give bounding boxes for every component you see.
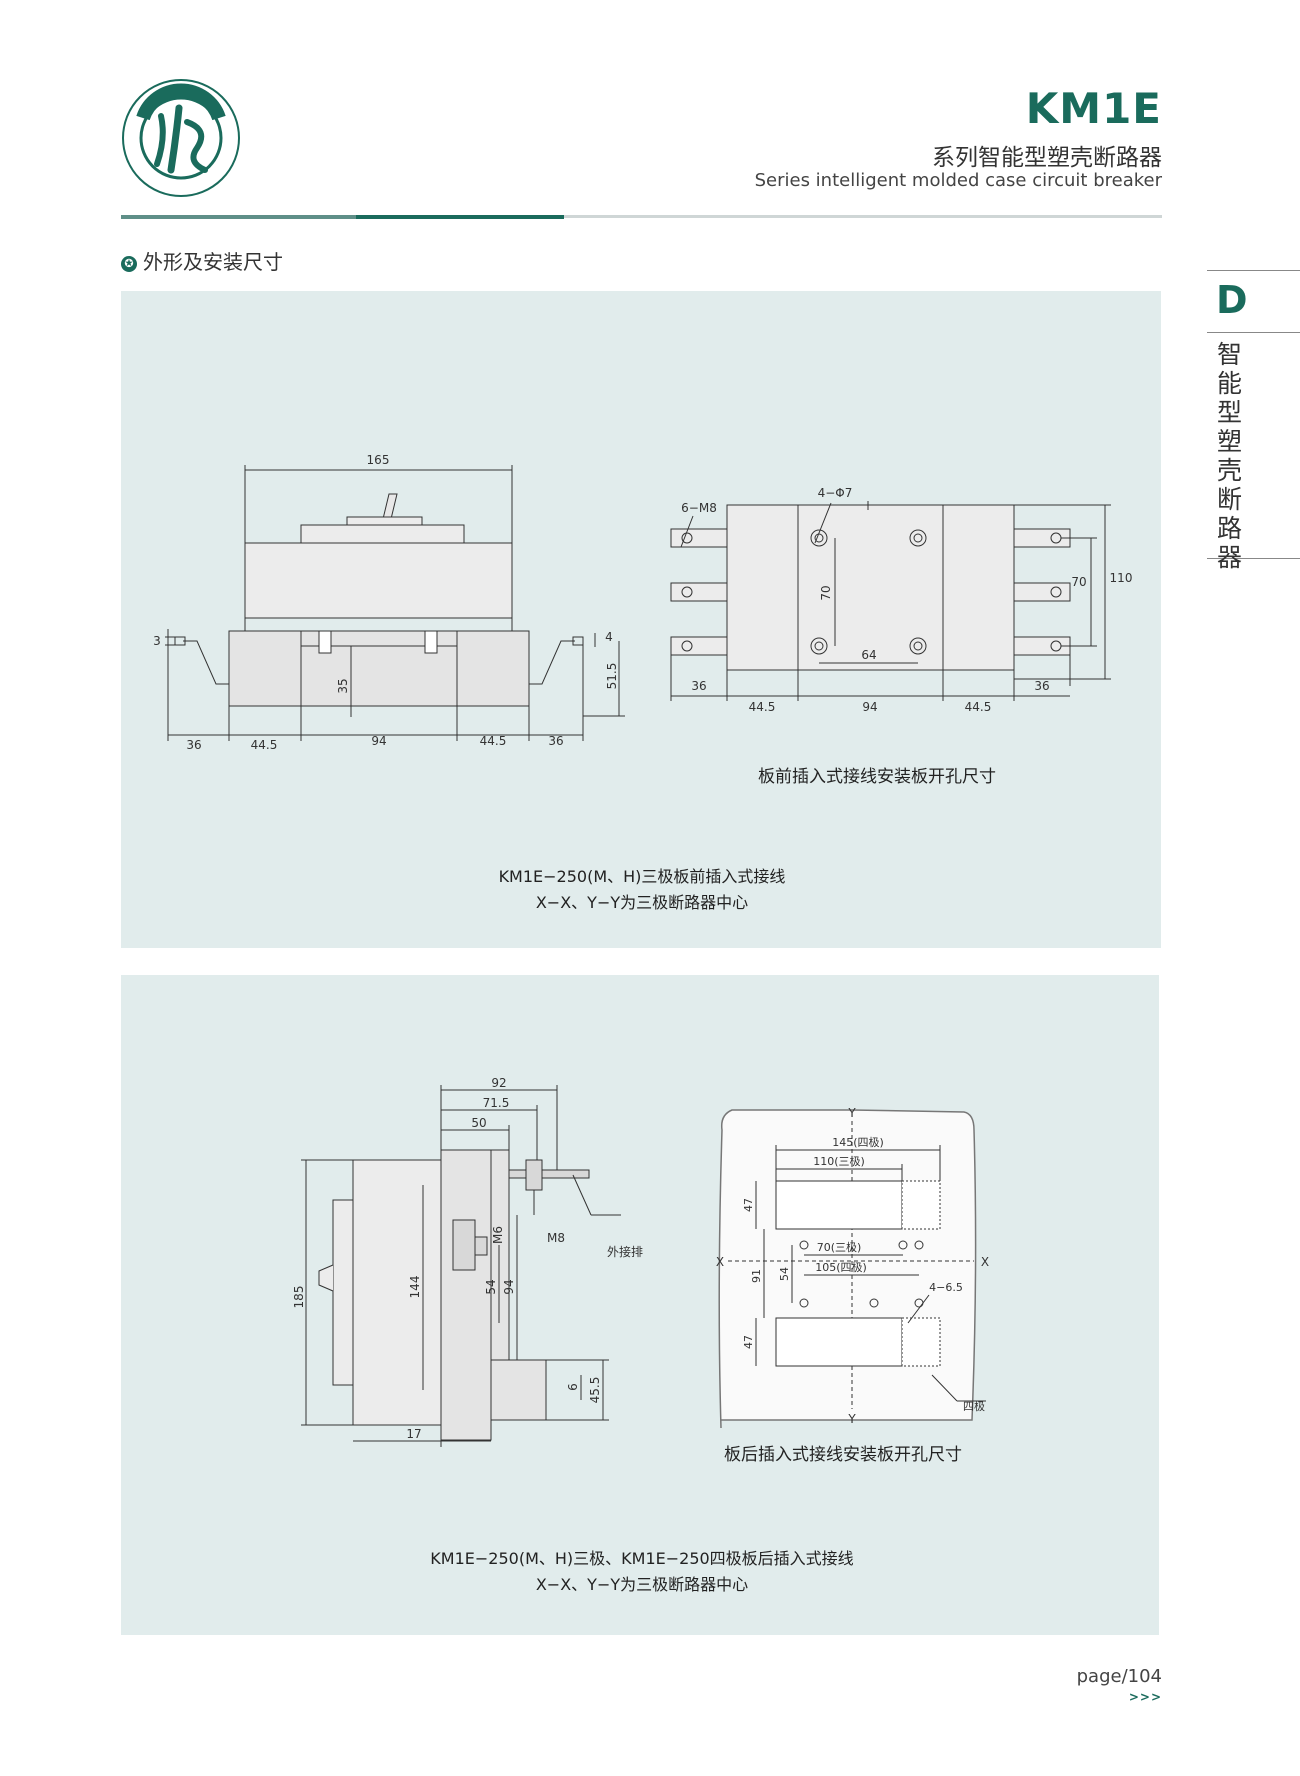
dim-36-right: 36 xyxy=(548,734,563,748)
dim-6: 6 xyxy=(566,1383,580,1391)
dim-165: 165 xyxy=(367,453,390,467)
dim-3: 3 xyxy=(153,634,161,648)
four-pole-label: 四极 xyxy=(963,1399,985,1413)
dim-144: 144 xyxy=(408,1276,422,1299)
side-tab-mid-rule xyxy=(1207,332,1300,333)
series-title-cn: 系列智能型塑壳断路器 xyxy=(932,145,1162,171)
diagram-panel-rear xyxy=(121,975,1159,1635)
dim-45-5: 45.5 xyxy=(588,1377,602,1404)
dim-50: 50 xyxy=(471,1116,486,1130)
dim-51-5: 51.5 xyxy=(605,663,619,690)
dim-m6: M6 xyxy=(491,1226,505,1244)
dim-64: 64 xyxy=(861,648,876,662)
dim-70-right: 70 xyxy=(1071,575,1086,589)
axis-y-bottom: Y xyxy=(847,1412,856,1426)
front-caption-line1: KM1E−250(M、H)三极板前插入式接线 xyxy=(498,867,786,886)
dim-92: 92 xyxy=(491,1076,506,1090)
side-tab-label: 智能型塑壳断路器 xyxy=(1217,340,1243,572)
dim-71-5: 71.5 xyxy=(483,1096,510,1110)
header-rule-mid xyxy=(121,215,356,219)
dim-44-5-left: 44.5 xyxy=(749,700,776,711)
rear-caption-line1: KM1E−250(M、H)三极、KM1E−250四极板后插入式接线 xyxy=(430,1549,854,1568)
series-title-en: Series intelligent molded case circuit b… xyxy=(754,170,1162,191)
next-page-arrows: >>> xyxy=(1128,1690,1162,1704)
dim-145-four-pole: 145(四极) xyxy=(832,1135,884,1149)
external-busbar-label: 外接排 xyxy=(607,1244,643,1259)
dim-44-5-left: 44.5 xyxy=(251,738,278,752)
dim-36-left: 36 xyxy=(691,679,706,693)
dim-70-left: 70 xyxy=(819,585,833,600)
front-cutout-diagram: 70 64 6−M8 4−Φ7 70 110 36 36 44.5 94 44.… xyxy=(670,486,1133,711)
rear-wiring-caption: KM1E−250(M、H)三极、KM1E−250四极板后插入式接线 X−X、Y−… xyxy=(382,1546,902,1598)
dim-94: 94 xyxy=(371,734,386,748)
side-tab-letter: D xyxy=(1216,278,1248,322)
dim-4: 4 xyxy=(605,630,613,644)
section-title: ✪外形及安装尺寸 xyxy=(121,246,283,275)
dim-hole-4-6-5: 4−6.5 xyxy=(929,1281,963,1294)
dim-110-three-pole: 110(三极) xyxy=(813,1154,865,1168)
dim-185: 185 xyxy=(292,1286,306,1309)
star-icon: ✪ xyxy=(121,256,137,272)
front-cutout-caption: 板前插入式接线安装板开孔尺寸 xyxy=(758,767,996,787)
dim-110: 110 xyxy=(1110,571,1133,585)
axis-x-left: X xyxy=(716,1255,724,1269)
axis-x-right: X xyxy=(981,1255,989,1269)
dim-m8: M8 xyxy=(547,1231,565,1245)
dim-44-5-right: 44.5 xyxy=(480,734,507,748)
rear-cutout-caption: 板后插入式接线安装板开孔尺寸 xyxy=(724,1445,962,1465)
rear-side-view-diagram: 92 71.5 50 M8 外接排 M6 185 144 54 94 6 45.… xyxy=(292,1076,643,1447)
dim-94: 94 xyxy=(502,1279,516,1294)
rear-caption-line2: X−X、Y−Y为三极断路器中心 xyxy=(535,1575,749,1594)
dim-4-phi7: 4−Φ7 xyxy=(818,486,853,500)
dim-105-four-pole: 105(四极) xyxy=(815,1260,867,1274)
dim-36-left: 36 xyxy=(186,738,201,752)
dim-94: 94 xyxy=(862,700,877,711)
page-number: page/104 xyxy=(1076,1666,1162,1687)
dim-70-three-pole: 70(三极) xyxy=(817,1240,862,1254)
dim-54: 54 xyxy=(778,1267,791,1281)
axis-y-top: Y xyxy=(847,1106,856,1120)
dim-17: 17 xyxy=(406,1427,421,1441)
dim-44-5-right: 44.5 xyxy=(965,700,992,711)
dim-6-m8: 6−M8 xyxy=(681,501,717,515)
side-tab-bottom-rule xyxy=(1207,558,1300,559)
company-logo xyxy=(122,79,240,197)
rear-cutout-diagram: Y Y X X 145(四极) 110(三极) 47 91 54 47 70(三… xyxy=(716,1106,989,1429)
front-wiring-caption: KM1E−250(M、H)三极板前插入式接线 X−X、Y−Y为三极断路器中心 xyxy=(432,864,852,916)
model-title: KM1E xyxy=(1025,84,1162,133)
side-tab-top-rule xyxy=(1207,270,1300,271)
dim-91: 91 xyxy=(750,1269,763,1283)
dim-36-right: 36 xyxy=(1034,679,1049,693)
dim-47-top: 47 xyxy=(742,1198,755,1212)
header-rule-light xyxy=(564,215,1162,218)
dim-47-bottom: 47 xyxy=(742,1335,755,1349)
front-side-view-diagram: 165 36 44.5 94 44.5 36 3 35 4 51.5 xyxy=(153,453,625,752)
front-caption-line2: X−X、Y−Y为三极断路器中心 xyxy=(535,893,749,912)
dim-35: 35 xyxy=(336,678,350,693)
dim-54: 54 xyxy=(484,1279,498,1294)
